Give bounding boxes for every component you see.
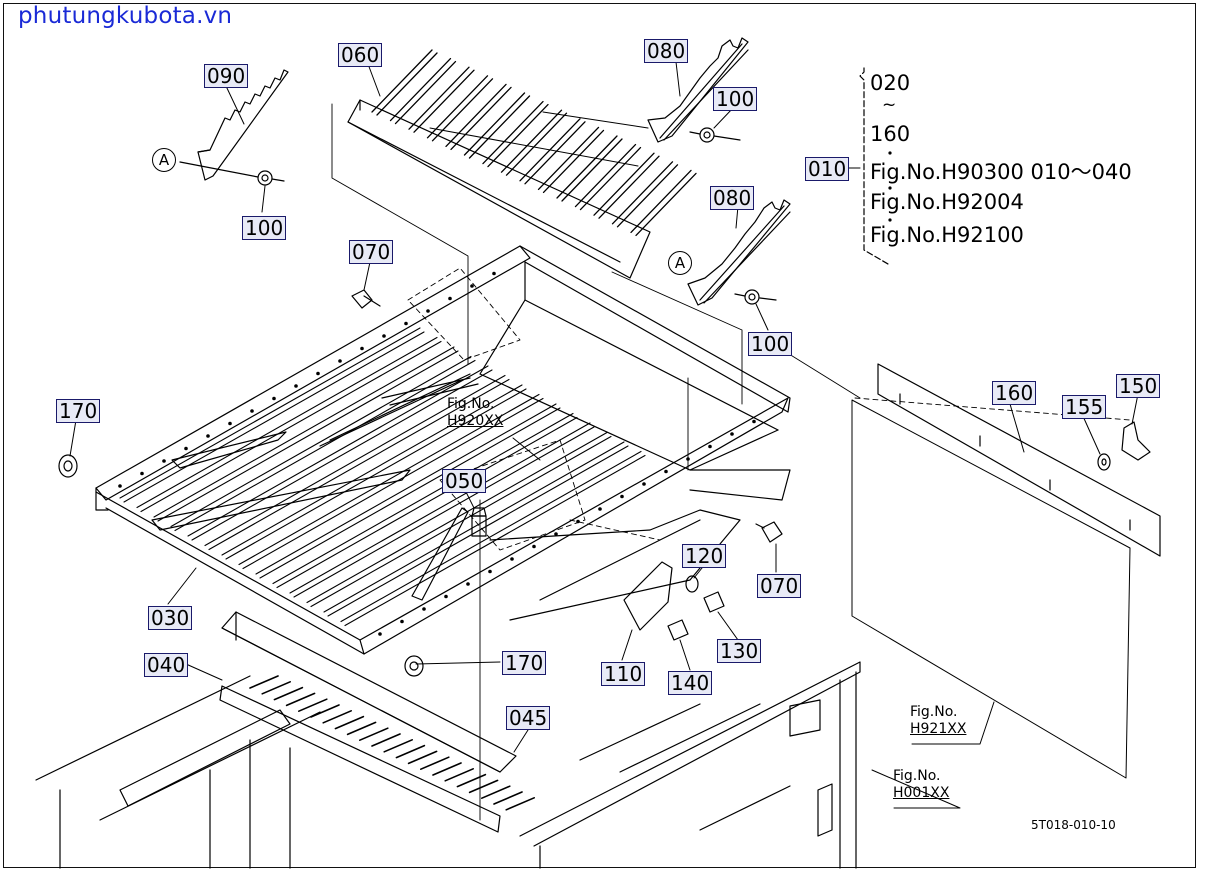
bracket-note-line-1: 020 [870,71,911,95]
part-080-upper-drawing [647,37,749,143]
part-120-washer [685,575,699,593]
lower-body-outline [35,661,861,869]
part-030-chassis-drawing [95,245,791,655]
part-155-washer [1097,453,1111,471]
callout-leaders [69,61,1139,809]
reference-marker-a-right: A [668,251,692,275]
callout-080-lower[interactable]: 080 [710,186,755,210]
part-170-roller-left [58,454,78,478]
bracket-note-line-2: ~ [882,95,897,115]
callout-155[interactable]: 155 [1062,395,1107,419]
drawing-number: 5T018-010-10 [1031,818,1116,832]
callout-130[interactable]: 130 [717,639,762,663]
callout-100-upper[interactable]: 100 [713,87,758,111]
callout-070-lower[interactable]: 070 [757,574,802,598]
fig-ref-h001xx-line2: H001XX [893,785,950,801]
part-040-comb-plate [219,675,536,833]
callout-070-upper[interactable]: 070 [349,240,394,264]
part-060-drawing [347,49,697,279]
part-070-bolt-lower [755,521,783,543]
fig-ref-h921xx-line2: H921XX [910,721,967,737]
fig-ref-h920xx-line1: Fig.No. [447,396,495,412]
callout-010[interactable]: 010 [805,157,850,181]
callout-170-left[interactable]: 170 [56,399,101,423]
part-160-cover-plate [851,363,1161,779]
bracket-note-line-6[interactable]: Fig.No.H92100 [870,223,1024,247]
part-070-bolt-upper [351,289,381,309]
bracket-note-line-5[interactable]: Fig.No.H92004 [870,190,1024,214]
fig-ref-h921xx[interactable]: Fig.No. H921XX [910,704,966,738]
fig-ref-h920xx[interactable]: Fig.No. H920XX [447,396,503,430]
callout-040[interactable]: 040 [144,653,189,677]
callout-080-upper[interactable]: 080 [644,39,689,63]
part-150-wing-nut [1121,421,1151,461]
callout-110[interactable]: 110 [601,662,646,686]
callout-060[interactable]: 060 [338,43,383,67]
reference-marker-a-left: A [152,148,176,172]
part-110-bracket [623,561,673,631]
callout-150[interactable]: 150 [1116,374,1161,398]
bracket-brace [859,67,889,265]
part-140-bolt [667,619,689,641]
bracket-note-line-4[interactable]: Fig.No.H90300 010～040 [870,160,1132,184]
bracket-note-line-3: 160 [870,122,911,146]
watermark-text: phutungkubota.vn [18,3,233,29]
callout-140[interactable]: 140 [668,671,713,695]
part-090-drawing [179,69,289,186]
callout-170-right[interactable]: 170 [502,651,547,675]
part-050-bolt [471,507,487,537]
callout-120[interactable]: 120 [682,544,727,568]
callout-100-left[interactable]: 100 [242,216,287,240]
diagram-frame [3,3,1196,868]
leader-lines-thin [331,103,861,821]
fig-ref-h920xx-line2: H920XX [447,413,504,429]
part-080-lower-drawing [687,199,791,306]
fig-ref-h921xx-line1: Fig.No. [910,704,958,720]
callout-100-lower[interactable]: 100 [748,332,793,356]
callout-050[interactable]: 050 [442,469,487,493]
fig-ref-h001xx[interactable]: Fig.No. H001XX [893,768,949,802]
callout-045[interactable]: 045 [506,706,551,730]
part-130-bolt [703,591,725,613]
callout-160[interactable]: 160 [992,381,1037,405]
part-045-plate [221,611,517,773]
part-170-roller-right [404,655,424,677]
fig-ref-h001xx-line1: Fig.No. [893,768,941,784]
callout-090[interactable]: 090 [204,64,249,88]
callout-030[interactable]: 030 [148,606,193,630]
